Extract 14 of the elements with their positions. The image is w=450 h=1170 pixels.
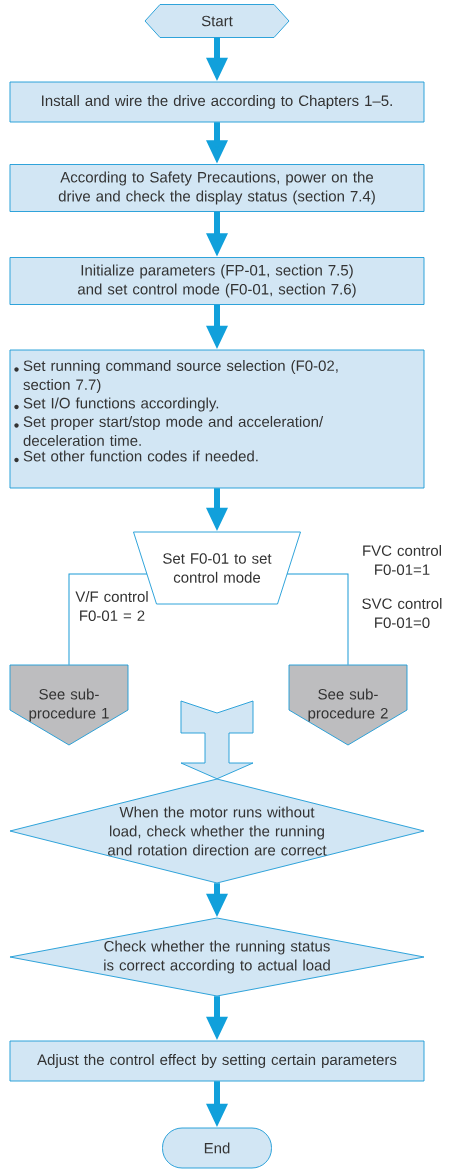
process-box: Set running command source selection (F0-02, section 7.7) Set I/O functions accordingly. Set proper start/stop mode and acceleration/ deceleration time. Set other function codes if needed. [9,349,425,489]
process-box: According to Safety Precautions, power on the drive and check the display status (section 7.4) [9,164,425,212]
condition-label: SVC control F0-01=0 [362,598,442,628]
subprocedure-box: See sub-procedure 1 [9,664,129,746]
block-arrow [180,700,254,780]
start-terminal: Start [144,4,290,38]
process-box: Install and wire the drive according to Chapters 1–5. [9,81,425,123]
subprocedure-box: See sub-procedure 2 [288,664,408,746]
process-box: Initialize parameters (FP-01, section 7.5) and set control mode (F0-01, section 7.6) [9,257,425,305]
connector-line [286,573,349,666]
connector-line [68,573,148,666]
process-box: Adjust the control effect by setting certain parameters [9,1040,425,1082]
end-terminal: End [162,1127,272,1169]
edge-label: FVC control F0-01=1 [363,545,441,575]
